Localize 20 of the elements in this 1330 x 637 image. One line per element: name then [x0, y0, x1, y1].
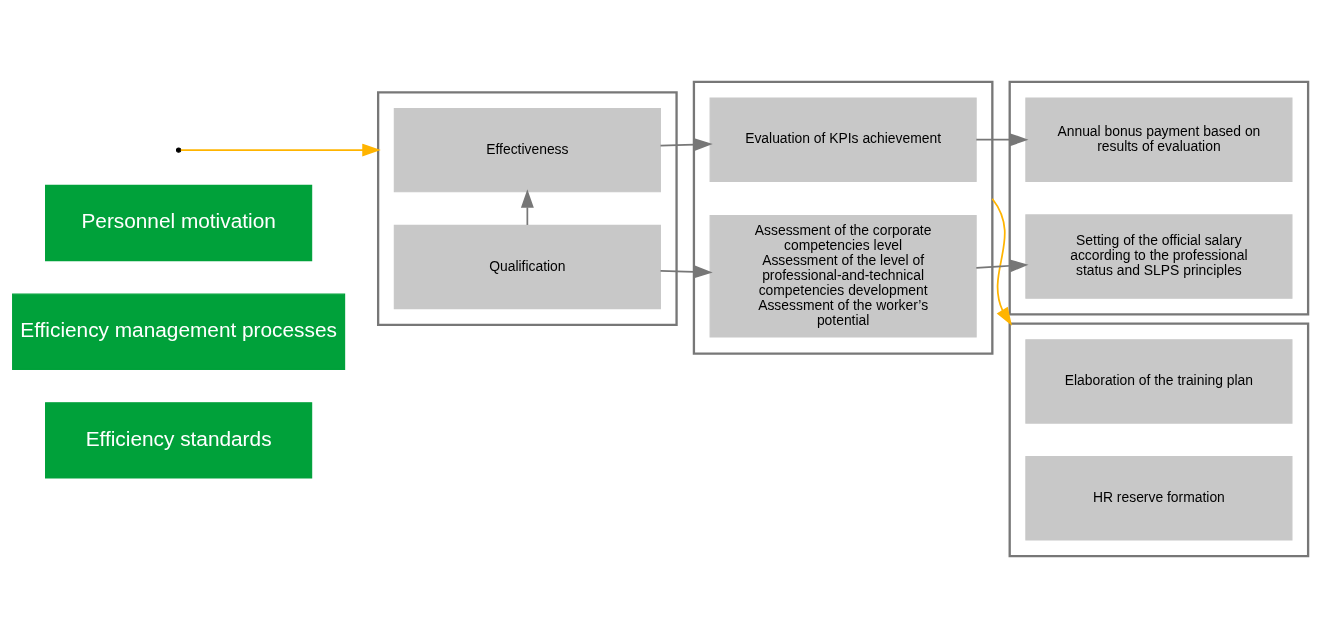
arrow — [520, 188, 534, 226]
arrow — [179, 143, 381, 157]
cluster — [377, 90, 678, 326]
arrow — [659, 137, 713, 151]
node-box: Evaluation of KPIs achievement — [709, 97, 977, 182]
node-box: Efficiency standards — [45, 401, 313, 479]
node-box: Assessment of the corporate competencies level Assessment of the level of professional-and-technical competencies development Assessment of the worker’s potential — [709, 214, 977, 337]
arrow — [975, 132, 1029, 146]
node-box: HR reserve formation — [1025, 455, 1293, 540]
node-box: Qualification — [393, 224, 661, 309]
node-box: Annual bonus payment based on results of evaluation — [1025, 97, 1293, 182]
arrow — [975, 258, 1029, 272]
cluster — [1008, 321, 1310, 557]
node-box: Personnel motivation — [45, 184, 313, 261]
node-box: Effectiveness — [393, 107, 661, 192]
arrow — [659, 264, 713, 278]
node-box: Setting of the official salary according to the professional status and SLPS principles — [1025, 213, 1293, 299]
node-box: Efficiency management processes — [12, 293, 346, 370]
node-box: Elaboration of the training plan — [1025, 338, 1293, 424]
arrow — [991, 197, 1012, 326]
